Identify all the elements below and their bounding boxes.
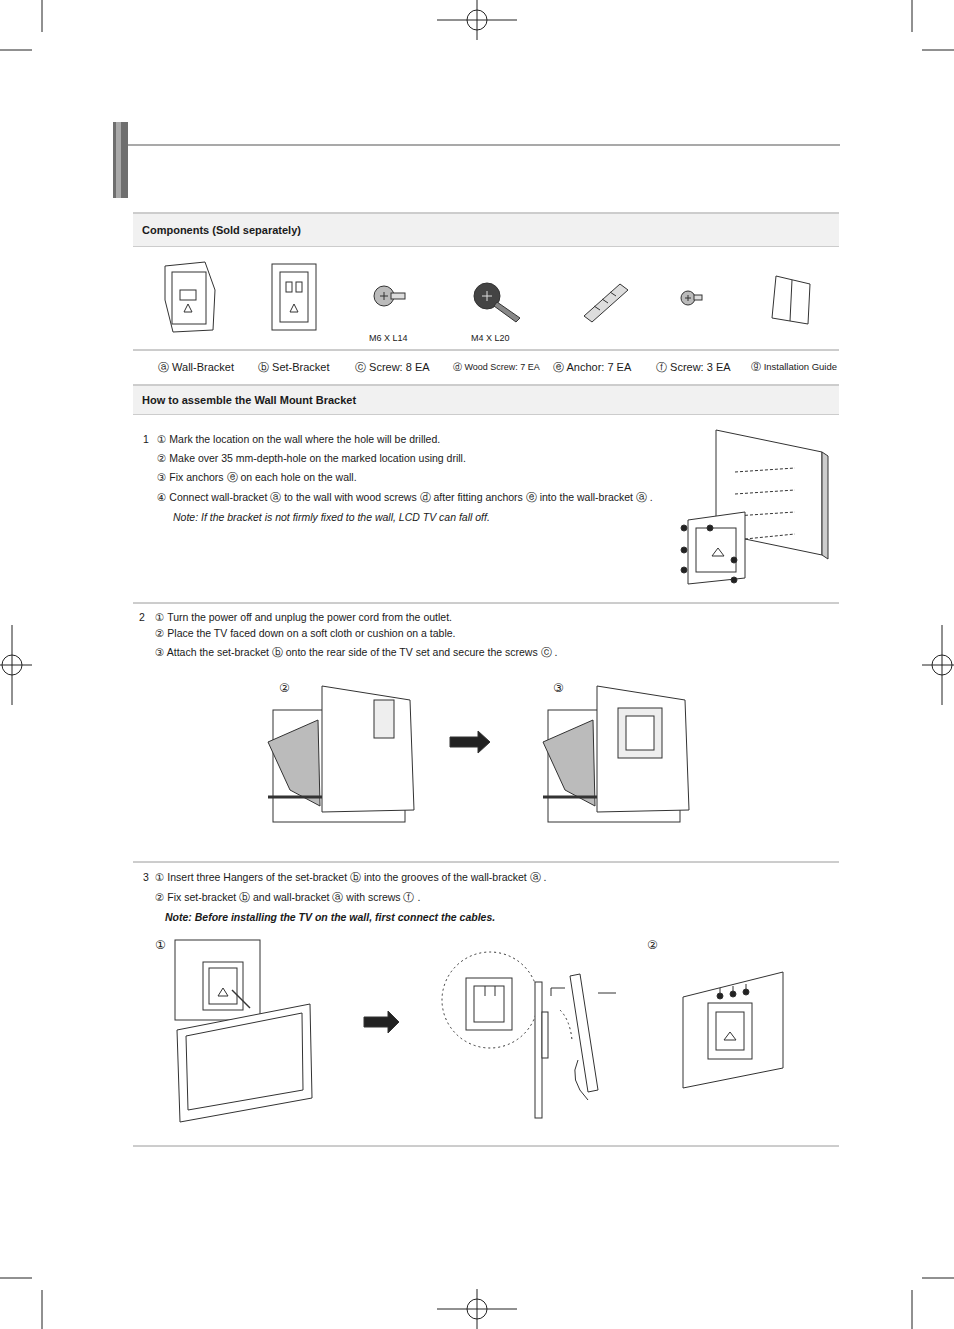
step-number: 3	[143, 871, 149, 883]
instruction: ④ Connect wall-bracket ⓐ to the wall wit…	[157, 491, 653, 503]
step-number: 1	[143, 433, 149, 445]
part-name: ⓑ Set-Bracket	[258, 361, 330, 374]
instruction: ② Make over 35 mm-depth-hole on the mark…	[157, 452, 466, 464]
instruction: ③ Fix anchors ⓔ on each hole on the wall…	[157, 471, 357, 483]
wall-install-drawing	[681, 430, 828, 584]
callout-number: ②	[647, 939, 658, 953]
part-name: ⓒ Screw: 8 EA	[355, 361, 430, 374]
section-heading: How to assemble the Wall Mount Bracket	[142, 394, 356, 406]
step-number: 2	[139, 611, 145, 623]
tv-hanging-drawings	[175, 940, 783, 1122]
instruction: ① Mark the location on the wall where th…	[157, 433, 440, 445]
note: Note: If the bracket is not firmly fixed…	[173, 511, 490, 523]
section-band: Components (Sold separately)	[133, 214, 839, 246]
section-band: How to assemble the Wall Mount Bracket	[133, 386, 839, 414]
instruction: ① Insert three Hangers of the set-bracke…	[155, 871, 547, 883]
instruction: ① Turn the power off and unplug the powe…	[155, 611, 452, 623]
part-name: ⓓ Wood Screw: 7 EA	[453, 362, 540, 372]
callout-number: ①	[155, 939, 166, 953]
part-name: ⓔ Anchor: 7 EA	[553, 361, 631, 374]
tv-back-drawings	[268, 686, 689, 822]
instruction: ② Fix set-bracket ⓑ and wall-bracket ⓐ w…	[155, 891, 420, 903]
callout-number: ②	[279, 682, 290, 696]
part-name: ⓐ Wall-Bracket	[158, 361, 234, 374]
component-drawings	[165, 262, 810, 332]
part-name: ⓖ Installation Guide	[751, 362, 837, 373]
page-header	[113, 122, 840, 198]
screw-size: M4 X L20	[471, 333, 510, 343]
callout-number: ③	[553, 682, 564, 696]
screw-size: M6 X L14	[369, 333, 408, 343]
part-name: ⓕ Screw: 3 EA	[656, 361, 731, 374]
section-rules	[133, 213, 839, 1146]
note: Note: Before installing the TV on the wa…	[165, 911, 495, 923]
instruction: ② Place the TV faced down on a soft clot…	[155, 627, 456, 639]
instruction: ③ Attach the set-bracket ⓑ onto the rear…	[155, 646, 557, 658]
section-heading: Components (Sold separately)	[142, 224, 301, 236]
